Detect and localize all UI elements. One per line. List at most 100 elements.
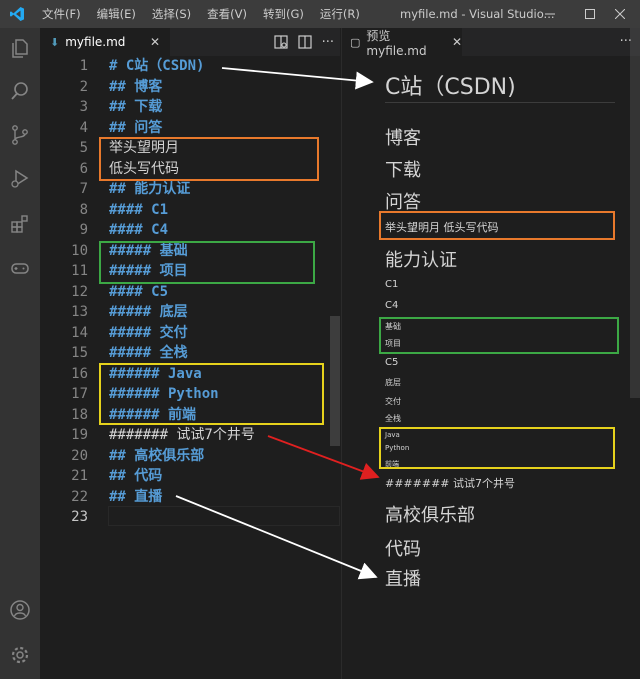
preview-h4: C5 [385,357,399,368]
code-line[interactable]: 5 举头望明月 [40,138,340,159]
line-number: 19 [71,427,88,443]
line-text: # C站（CSDN) [109,58,205,74]
preview-h2: 问答 [385,192,421,213]
yellow-annotation-box-preview [379,427,615,469]
settings-gear-icon[interactable] [0,635,40,675]
run-debug-icon[interactable] [0,158,40,198]
maximize-button[interactable] [570,0,610,28]
line-text: 低头写代码 [109,160,179,177]
line-text: 举头望明月 [109,140,179,156]
line-text: ## 博客 [109,78,163,95]
preview-h2: 博客 [385,128,421,149]
line-text: ##### 底层 [109,304,188,320]
preview-h5: 全栈 [385,414,401,423]
line-text: ##### 项目 [109,263,188,279]
code-line[interactable]: 4## 问答 [40,118,340,139]
code-line[interactable]: 21## 代码 [40,466,340,487]
menu-view[interactable]: 查看(V) [207,7,247,21]
code-line[interactable]: 14##### 交付 [40,323,340,344]
arrow-live [175,495,378,580]
preview-para: 举头望明月 低头写代码 [385,221,499,234]
line-text: ## 能力认证 [109,181,191,197]
minimize-button[interactable] [530,0,570,28]
preview-h5: 基础 [385,322,401,331]
preview-h4: C4 [385,300,399,311]
editor-scrollbar[interactable] [330,316,340,446]
line-text: ## 代码 [109,468,163,484]
line-number: 23 [71,509,88,525]
line-number: 9 [79,222,88,238]
preview-icon: ▢ [350,35,361,49]
tab-myfile-md[interactable]: ⬇ myfile.md ✕ [40,28,170,56]
explorer-icon[interactable] [0,28,40,68]
activity-bar [0,28,40,679]
line-text: #### C1 [109,201,169,218]
menu-edit[interactable]: 编辑(E) [96,7,136,21]
preview-h2: 下载 [385,160,421,181]
menu-selection[interactable]: 选择(S) [151,7,192,21]
code-line[interactable]: 18###### 前端 [40,405,340,426]
menu-file[interactable]: 文件(F) [42,7,81,21]
search-icon[interactable] [0,71,40,111]
code-line[interactable]: 20## 高校俱乐部 [40,446,340,467]
code-line[interactable]: 11 ##### 项目 [40,261,340,282]
orange-annotation-box-preview [379,211,615,240]
close-window-button[interactable] [600,0,640,28]
code-line[interactable]: 8 #### C1 [40,200,340,221]
window-title: myfile.md - Visual Studio... [400,7,555,21]
code-line[interactable]: 17###### Python [40,384,340,405]
green-annotation-box [99,241,315,284]
line-number: 1 [79,58,88,74]
close-preview-tab-icon[interactable]: ✕ [451,35,462,49]
preview-more-actions-icon[interactable]: ··· [619,34,632,49]
code-line[interactable]: 23 [40,507,340,528]
code-line[interactable]: 1 # C站（CSDN) [40,56,340,77]
code-line[interactable]: 16###### Java [40,364,340,385]
line-text: ###### 前端 [109,406,197,423]
extensions-icon[interactable] [0,204,40,244]
code-line[interactable]: 10 ##### 基础 [40,241,340,262]
code-line[interactable]: 12#### C5 [40,282,340,303]
line-text: ##### 全栈 [109,345,188,361]
preview-h6: Python [385,444,410,452]
split-editor-icon[interactable] [297,35,312,49]
code-line[interactable]: 13##### 底层 [40,302,340,323]
line-number: 7 [79,181,88,197]
line-number: 10 [71,242,88,259]
code-line[interactable]: 3## 下载 [40,97,340,118]
account-icon[interactable] [0,590,40,630]
line-text: ## 下载 [109,99,163,115]
preview-para: ####### 试试7个井号 [385,477,516,490]
more-actions-icon[interactable]: ··· [321,34,334,50]
tab-preview[interactable]: ▢ 预览 myfile.md ✕ [342,28,462,58]
line-text: ##### 基础 [109,242,188,259]
line-text: #### C4 [109,222,169,238]
line-text: ###### Python [109,386,219,402]
line-number: 8 [79,201,88,218]
open-preview-icon[interactable] [273,35,288,49]
code-line[interactable]: 7 ## 能力认证 [40,179,340,200]
line-number: 12 [71,283,88,300]
preview-scrollbar[interactable] [630,28,640,398]
code-line[interactable]: 22## 直播 [40,487,340,508]
green-annotation-box-preview [379,317,619,354]
menu-bar: 文件(F) 编辑(E) 选择(S) 查看(V) 转到(G) 运行(R) [34,0,368,28]
code-line[interactable]: 15##### 全栈 [40,343,340,364]
line-text: ## 问答 [109,119,163,136]
preview-h2: 高校俱乐部 [385,505,475,526]
menu-go[interactable]: 转到(G) [262,7,304,21]
code-line[interactable]: 2## 博客 [40,77,340,98]
remote-gamepad-icon[interactable] [0,248,40,288]
line-number: 11 [71,263,88,279]
close-tab-icon[interactable]: ✕ [149,35,160,49]
code-line[interactable]: 9 #### C4 [40,220,340,241]
menu-run[interactable]: 运行(R) [319,7,360,21]
code-line[interactable]: 19####### 试试7个井号 [40,425,340,446]
orange-annotation-box [99,137,319,181]
line-number: 5 [79,140,88,156]
preview-h6: Java [385,431,400,439]
preview-h1: C站（CSDN) [385,75,516,100]
source-control-icon[interactable] [0,115,40,155]
